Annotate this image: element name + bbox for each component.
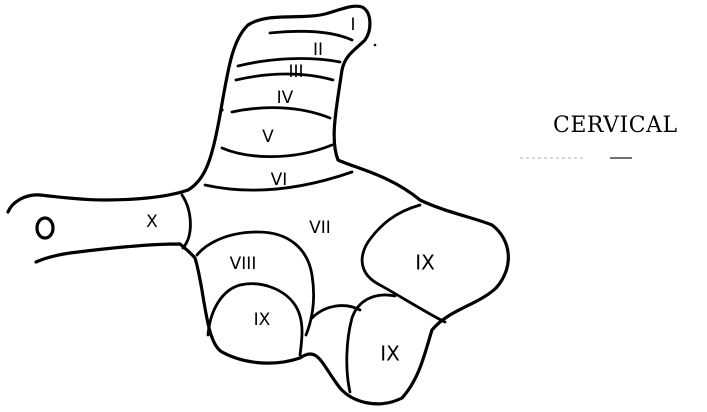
boundary-x: [182, 195, 190, 248]
scan-speck: [374, 44, 377, 47]
boundary-iii-iv: [236, 74, 333, 80]
lamina-i-label: I: [350, 15, 355, 35]
boundary-v-vi: [222, 145, 332, 157]
lamina-ix-ventral-label: IX: [380, 342, 400, 366]
lamina-vii-label: VII: [309, 218, 331, 238]
grey-matter-outline: [36, 6, 508, 404]
lamina-v-label: V: [262, 127, 274, 147]
lamina-vi-label: VI: [271, 170, 288, 190]
central-canal: [37, 218, 53, 238]
lamina-ix-medial-label: IX: [254, 310, 271, 330]
lamina-iii-label: III: [288, 62, 303, 82]
cervical-region-label: CERVICAL: [553, 113, 678, 138]
boundary-i-ii: [270, 31, 352, 40]
boundary-iv-v: [232, 108, 330, 118]
lamina-ii-label: II: [313, 40, 323, 60]
lamina-iv-label: IV: [277, 88, 294, 108]
lamina-viii-label: VIII: [230, 254, 257, 274]
lamina-x-label: X: [146, 212, 158, 232]
scan-speck: [220, 108, 223, 111]
lamina-ix-lateral-label: IX: [415, 251, 435, 275]
commissure-outline: [8, 190, 188, 212]
